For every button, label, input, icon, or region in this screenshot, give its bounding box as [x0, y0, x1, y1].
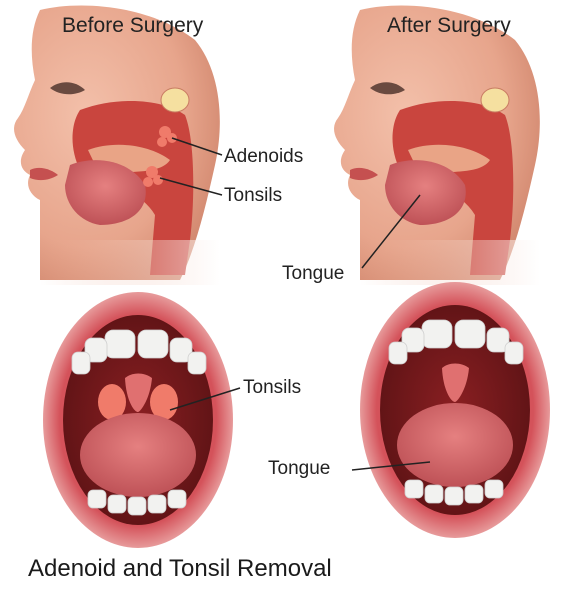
tonsil-right-before [150, 384, 178, 420]
heading-before: Before Surgery [62, 14, 203, 38]
sinus-after [481, 88, 509, 112]
label-tongue-profile: Tongue [282, 263, 344, 285]
tongue-mouth-before [80, 413, 196, 497]
mouth-before [43, 292, 233, 548]
tongue-mouth-after [397, 403, 513, 487]
label-adenoids: Adenoids [224, 146, 303, 168]
label-tongue-mouth: Tongue [268, 458, 330, 480]
profile-before [14, 5, 220, 285]
label-tonsils-mouth: Tonsils [243, 377, 301, 399]
caption: Adenoid and Tonsil Removal [28, 555, 332, 583]
heading-after: After Surgery [387, 14, 511, 38]
sinus-before [161, 88, 189, 112]
mouth-after [360, 282, 550, 538]
profile-after [334, 5, 540, 285]
label-tonsils-profile: Tonsils [224, 185, 282, 207]
tonsil-left-before [98, 384, 126, 420]
